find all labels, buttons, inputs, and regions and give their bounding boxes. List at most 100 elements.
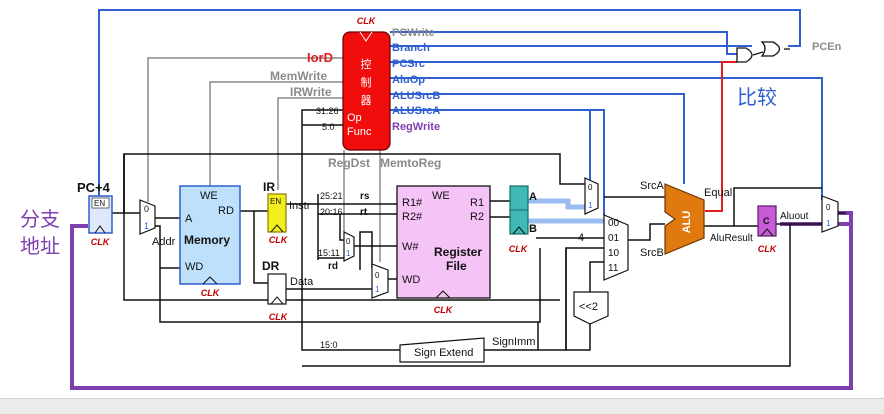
- regdst-mux: [343, 231, 355, 262]
- ab-clk-label: CLK: [509, 244, 529, 254]
- irwrite-label: IRWrite: [290, 85, 332, 99]
- regfile-wd-label: WD: [402, 274, 420, 286]
- blue-control-lines: [98, 9, 823, 215]
- branch-label: Branch: [392, 42, 430, 54]
- memtoreg-label: MemtoReg: [380, 156, 441, 170]
- field-25-21: 25:21: [320, 191, 343, 201]
- srca-label: SrcA: [640, 180, 665, 192]
- memory-a-label: A: [185, 213, 193, 225]
- regfile-we-label: WE: [432, 190, 450, 202]
- sign-extend-label: Sign Extend: [414, 347, 473, 359]
- pcsrc-mux-0: 0: [826, 203, 831, 212]
- field-5-0: 5:0: [322, 122, 335, 132]
- pcwrite-label: PCWrite: [392, 27, 435, 39]
- ab-registers: [509, 185, 529, 235]
- pcsrc-label: PCSrc: [392, 58, 425, 70]
- alusrca-label: ALUSrcA: [392, 105, 440, 117]
- pc-register: [88, 195, 113, 234]
- srcb-mux: [603, 214, 629, 281]
- memory-wd-label: WD: [185, 261, 203, 273]
- addr-mux-0: 0: [144, 204, 149, 214]
- reg-c-label: C: [763, 216, 770, 226]
- srca-mux-0: 0: [588, 183, 593, 192]
- equal-label: Equal: [704, 187, 732, 199]
- addr-mux-1: 1: [144, 221, 149, 231]
- control-func-label: Func: [347, 126, 372, 138]
- instr-label: Instr: [289, 200, 311, 212]
- datapath-wires: [112, 109, 846, 367]
- ab-bus: [528, 198, 604, 224]
- alu-unit: [664, 183, 705, 255]
- aluout-register: [757, 205, 777, 237]
- alusrcb-label: ALUSrcB: [392, 90, 440, 102]
- compare-annotation: 比较: [737, 86, 777, 109]
- regfile-title-1: Register: [434, 245, 482, 259]
- memory-unit: [179, 185, 241, 285]
- srcb-input-00: 00: [608, 218, 620, 229]
- shift-label: <<2: [579, 301, 598, 313]
- branch-address-annotation-line2: 地址: [20, 235, 60, 258]
- control-op-label: Op: [347, 112, 362, 124]
- aluout-clk-label: CLK: [758, 244, 778, 254]
- srcb-input-11: 11: [608, 263, 619, 274]
- regfile-r1addr-label: R1#: [402, 197, 423, 209]
- control-unit: [342, 31, 391, 151]
- regdst-mux-0: 0: [346, 237, 351, 246]
- field-15-11: 15:11: [318, 248, 340, 258]
- memory-rd-label: RD: [218, 205, 234, 217]
- reg-a-label: A: [529, 191, 537, 203]
- regfile-waddr-label: W#: [402, 241, 419, 253]
- aluout-label: Aluout: [780, 211, 809, 222]
- signimm-label: SignImm: [492, 336, 535, 348]
- srca-mux: [584, 177, 599, 215]
- pc-label: PC+4: [77, 180, 111, 195]
- field-31-26: 31:26: [316, 106, 339, 116]
- aluresult-label: AluResult: [710, 233, 753, 244]
- regdst-label: RegDst: [328, 156, 370, 170]
- srcb-input-01: 01: [608, 233, 620, 244]
- bottom-bar: [0, 398, 884, 414]
- memtoreg-mux-0: 0: [375, 271, 380, 280]
- instruction-register: [267, 193, 287, 233]
- srca-mux-1: 1: [588, 201, 593, 210]
- pcen-logic-gates: [736, 41, 790, 63]
- control-char-1: 控: [361, 57, 372, 71]
- data-register: [267, 273, 287, 305]
- srcb-input-10: 10: [608, 248, 620, 259]
- regfile-r2addr-label: R2#: [402, 211, 423, 223]
- regfile-r2-label: R2: [470, 211, 484, 223]
- alu-label: ALU: [681, 211, 693, 234]
- sign-extend-unit: [399, 337, 485, 363]
- field-15-0: 15:0: [320, 340, 338, 350]
- dr-clk-label: CLK: [269, 312, 289, 322]
- rs-label: rs: [360, 191, 370, 202]
- memwrite-label: MemWrite: [270, 69, 327, 83]
- shift-left-2-unit: [573, 291, 609, 325]
- ir-clk-label: CLK: [269, 235, 289, 245]
- srcb-label: SrcB: [640, 247, 664, 259]
- pc-clk-label: CLK: [91, 237, 111, 247]
- addr-label: Addr: [152, 236, 176, 248]
- iord-label: IorD: [307, 50, 333, 65]
- control-char-3: 器: [361, 94, 372, 107]
- reg-b-label: B: [529, 223, 537, 235]
- rd-label: rd: [328, 261, 338, 272]
- data-label: Data: [290, 276, 314, 288]
- regdst-mux-1: 1: [346, 249, 351, 258]
- ir-en-label: EN: [270, 197, 281, 206]
- aluop-label: AluOp: [392, 74, 425, 86]
- regfile-r1-label: R1: [470, 197, 484, 209]
- memory-title: Memory: [184, 233, 230, 247]
- memory-clk-label: CLK: [201, 288, 221, 298]
- control-clk-label: CLK: [357, 16, 377, 26]
- regfile-clk-label: CLK: [434, 305, 454, 315]
- regfile-title-2: File: [446, 259, 467, 273]
- pcen-label: PCEn: [812, 41, 842, 53]
- address-mux: [139, 199, 156, 235]
- pcsrc-mux: [821, 195, 839, 233]
- memory-we-label: WE: [200, 190, 218, 202]
- pc-en-label: EN: [94, 199, 105, 208]
- pcsrc-mux-1: 1: [826, 219, 831, 228]
- regwrite-label: RegWrite: [392, 121, 440, 133]
